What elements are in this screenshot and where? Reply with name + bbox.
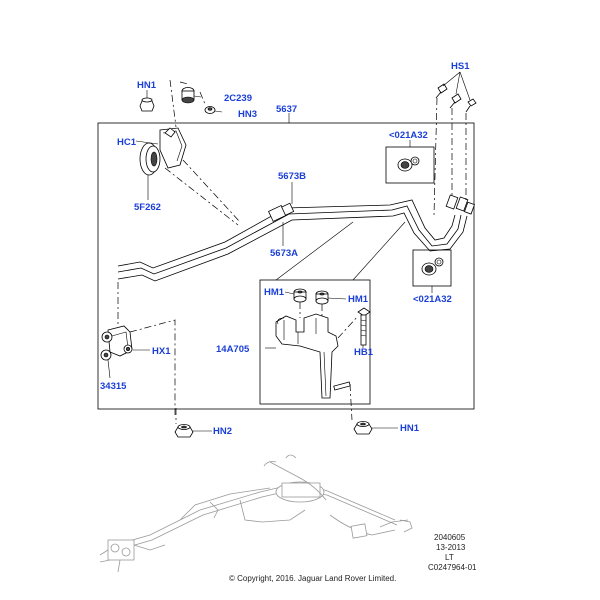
callout-hc1: HC1 <box>117 137 137 148</box>
screws-hs1 <box>435 83 477 113</box>
assembly-frame <box>97 122 475 410</box>
stud-bracket-lower <box>333 381 351 391</box>
callout-5673b: 5673B <box>278 171 306 182</box>
callout-hn2: HN2 <box>213 426 232 437</box>
callout-hx1: HX1 <box>152 346 171 357</box>
drawing-code-line3: LT <box>445 553 454 562</box>
bushing-hm1-left <box>293 288 307 303</box>
brake-pipes <box>117 199 468 282</box>
callout-hs1: HS1 <box>451 61 470 72</box>
callout-34315: 34315 <box>100 381 127 392</box>
nut-34315 <box>100 331 113 361</box>
callout-5637: 5637 <box>276 104 297 115</box>
callout-021a32-top: <021A32 <box>389 130 428 141</box>
bracket-detail-frame <box>259 279 371 405</box>
callout-2c239: 2C239 <box>224 93 252 104</box>
drawing-code-line1: 2040605 <box>434 533 466 542</box>
nut-hn2 <box>174 424 194 438</box>
drawing-code-line2: 13-2013 <box>436 543 466 552</box>
callout-hb1: HB1 <box>354 347 374 358</box>
callout-5f262: 5F262 <box>134 202 161 213</box>
callout-hm1-right: HM1 <box>348 294 369 305</box>
callout-5673a: 5673A <box>270 248 298 259</box>
callout-hn1-bottom: HN1 <box>400 423 420 434</box>
nut-hn1-bottom <box>353 421 373 435</box>
bushing-hm1-right <box>315 290 329 305</box>
clip-hx1 <box>107 325 133 357</box>
bracket-14a705 <box>275 313 339 399</box>
vehicle-context-illustration <box>99 454 413 573</box>
nut-hn1-top <box>139 97 155 112</box>
nut-hn3 <box>204 106 223 114</box>
callout-hn3: HN3 <box>238 109 257 120</box>
grommet-5f262 <box>139 142 161 176</box>
pipe-union-5673b <box>268 202 295 222</box>
drawing-code-line4: C0247964-01 <box>428 563 477 572</box>
callout-hm1-left: HM1 <box>264 287 285 298</box>
seal-kit-021a32-bottom <box>412 249 452 287</box>
copyright-notice: © Copyright, 2016. Jaguar Land Rover Lim… <box>229 574 396 583</box>
bolt-hb1 <box>357 307 371 346</box>
seal-kit-021a32-top <box>385 146 435 184</box>
plug-2c239 <box>181 87 202 104</box>
pipe-end-fittings <box>445 194 475 215</box>
clip-hc1 <box>159 127 187 169</box>
callout-14a705: 14A705 <box>216 344 250 355</box>
callout-021a32-bottom: <021A32 <box>413 294 452 305</box>
callout-hn1-top: HN1 <box>137 80 157 91</box>
